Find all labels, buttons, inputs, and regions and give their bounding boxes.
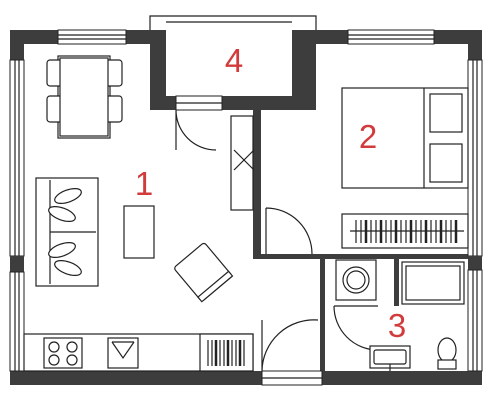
window-top-right [347,29,435,45]
balcony-door-swing [175,109,217,151]
wall-partition-horizontal [253,254,333,259]
wall-bath-left [320,254,325,371]
window-top-left [57,29,127,45]
windows [9,29,483,372]
room-label-bedroom: 2 [359,118,377,155]
balcony-outline [149,15,317,30]
wardrobe [230,115,254,211]
room-bedroom [265,87,469,255]
armchair [174,242,234,303]
entrance [261,319,323,386]
room-label-balcony: 4 [225,42,243,79]
pantry-hangers [207,340,245,366]
wall-balcony-bottom-left [150,96,176,110]
pillow [429,143,463,183]
wall-top-right-a [292,30,348,44]
coffee-table [123,205,155,259]
wall-balcony-left [150,30,166,108]
room-living [23,55,255,372]
room-bathroom [333,259,465,371]
window-left [9,59,25,257]
wall-top-left [10,30,58,44]
wall-bottom-right [322,371,482,385]
toilet [437,337,457,363]
cushion [54,260,82,276]
pillow [429,93,463,133]
wall-bath-divider [394,254,399,306]
bathroom-door-swing [333,305,379,351]
bedroom-door-swing [265,207,313,255]
wall-bottom-left [10,371,262,385]
balcony [149,15,317,151]
window-right [467,59,483,257]
wall-partition-vertical [253,110,261,258]
cushion [48,242,76,258]
wardrobe-hangers [355,220,458,243]
room-label-living: 1 [135,165,153,202]
entrance-door-swing [261,319,319,372]
cushion [48,206,76,222]
cushion [54,188,82,204]
room-label-bathroom: 3 [388,307,406,344]
